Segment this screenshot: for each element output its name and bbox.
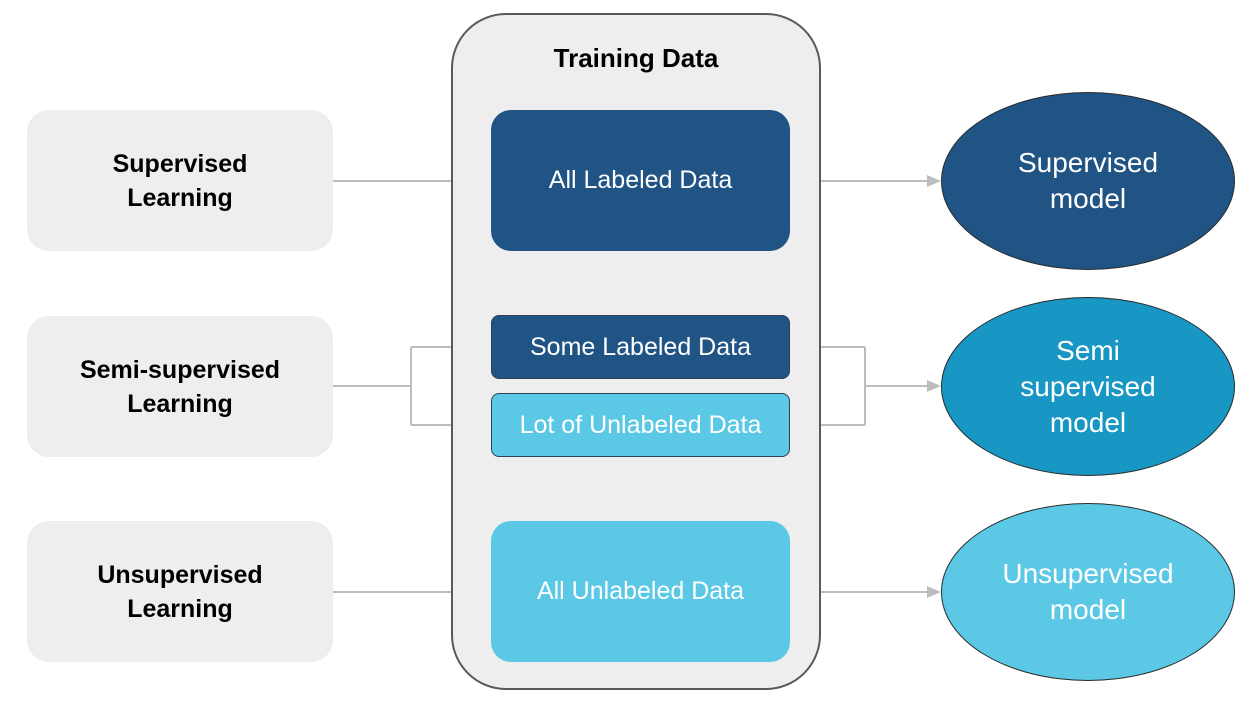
model-label: Semi supervised model: [1020, 334, 1156, 438]
data-box-label: All Unlabeled Data: [536, 577, 745, 605]
data-box-some-labeled: Some Labeled Data: [491, 315, 790, 379]
data-box-lot-unlabeled: Lot of Unlabeled Data: [491, 393, 790, 457]
data-box-label: Lot of Unlabeled Data: [519, 410, 762, 439]
model-ellipse-unsupervised: Unsupervised model: [941, 503, 1235, 681]
method-label: Supervised Learning: [112, 149, 248, 212]
model-label: Unsupervised model: [1002, 558, 1174, 625]
arrowhead: [927, 586, 941, 598]
method-label: Unsupervised Learning: [97, 560, 263, 623]
model-ellipse-supervised: Supervised model: [941, 92, 1235, 270]
model-ellipse-semi-supervised: Semi supervised model: [941, 297, 1235, 476]
data-box-label: All Labeled Data: [548, 166, 733, 194]
data-box-all-labeled: All Labeled Data: [491, 110, 790, 251]
model-label: Supervised model: [1017, 147, 1159, 214]
arrowhead: [927, 380, 941, 392]
training-data-title: Training Data: [553, 43, 719, 73]
data-box-all-unlabeled: All Unlabeled Data: [491, 521, 790, 662]
method-label: Semi-supervised Learning: [79, 355, 281, 418]
data-box-label: Some Labeled Data: [530, 332, 751, 361]
method-box-unsupervised: Unsupervised Learning: [27, 521, 333, 662]
arrowhead: [927, 175, 941, 187]
method-box-semi-supervised: Semi-supervised Learning: [27, 316, 333, 457]
method-box-supervised: Supervised Learning: [27, 110, 333, 251]
